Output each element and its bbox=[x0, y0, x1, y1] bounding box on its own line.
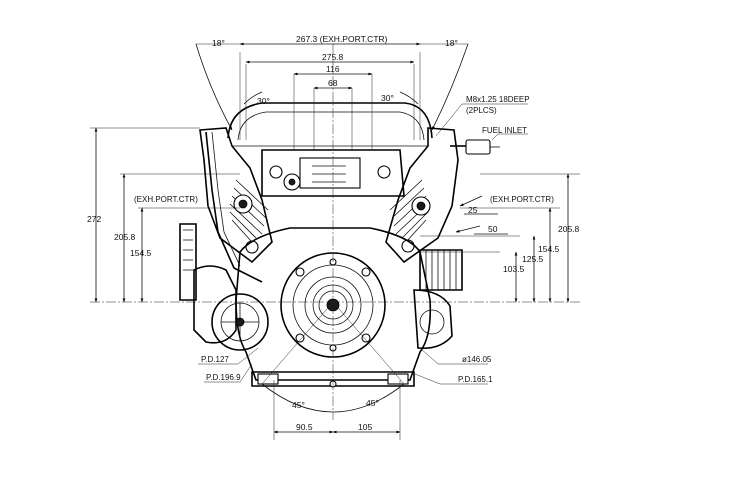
dim-bottom-90-5: 90.5 bbox=[296, 422, 313, 432]
dim-height-right-154-5: 154.5 bbox=[538, 244, 560, 254]
dim-height-272: 272 bbox=[87, 214, 101, 224]
dim-angle-30-left: 30° bbox=[257, 96, 270, 106]
label-pd-127: P.D.127 bbox=[201, 355, 229, 364]
dim-offset-25: 25 bbox=[468, 205, 478, 215]
label-pd-196-9: P.D.196.9 bbox=[206, 373, 241, 382]
dim-height-left-154-5: 154.5 bbox=[130, 248, 152, 258]
dim-bottom-105: 105 bbox=[358, 422, 372, 432]
dimension-text: 267.3 (EXH.PORT.CTR) 275.8 116 68 18° 18… bbox=[87, 34, 580, 432]
dim-angle-bottom-left: 45° bbox=[292, 400, 305, 410]
dim-angle-30-right: 30° bbox=[381, 93, 394, 103]
dim-height-103-5: 103.5 bbox=[503, 264, 525, 274]
fuel-inlet-pipe bbox=[450, 139, 500, 155]
dim-68: 68 bbox=[328, 78, 338, 88]
label-pd-165-1: P.D.165.1 bbox=[458, 375, 493, 384]
label-exh-port-left: (EXH.PORT.CTR) bbox=[134, 195, 198, 204]
dimension-lines bbox=[94, 42, 570, 434]
dim-116: 116 bbox=[326, 64, 340, 74]
label-thread-line1: M8x1.25 18DEEP bbox=[466, 95, 530, 104]
label-dia-146-05: ø146.05 bbox=[462, 355, 492, 364]
left-side-assembly bbox=[179, 131, 269, 351]
cooling-fins-right bbox=[389, 179, 431, 253]
center-lines bbox=[90, 44, 580, 440]
dim-mid-width: 275.8 bbox=[322, 52, 344, 62]
dim-height-left-205-8: 205.8 bbox=[114, 232, 136, 242]
dim-height-125-5: 125.5 bbox=[522, 254, 544, 264]
right-side-assembly bbox=[413, 249, 463, 350]
label-fuel-inlet: FUEL INLET bbox=[482, 126, 527, 135]
engine-outline bbox=[179, 102, 500, 388]
dim-angle-top-left: 18° bbox=[212, 38, 225, 48]
dim-angle-bottom-right: 45° bbox=[366, 398, 379, 408]
dim-angle-top-right: 18° bbox=[445, 38, 458, 48]
dim-height-right-205-8: 205.8 bbox=[558, 224, 580, 234]
dim-offset-50: 50 bbox=[488, 224, 498, 234]
dim-top-width: 267.3 (EXH.PORT.CTR) bbox=[296, 34, 388, 44]
label-thread-line2: (2PLCS) bbox=[466, 106, 497, 115]
label-exh-port-right: (EXH.PORT.CTR) bbox=[490, 195, 554, 204]
